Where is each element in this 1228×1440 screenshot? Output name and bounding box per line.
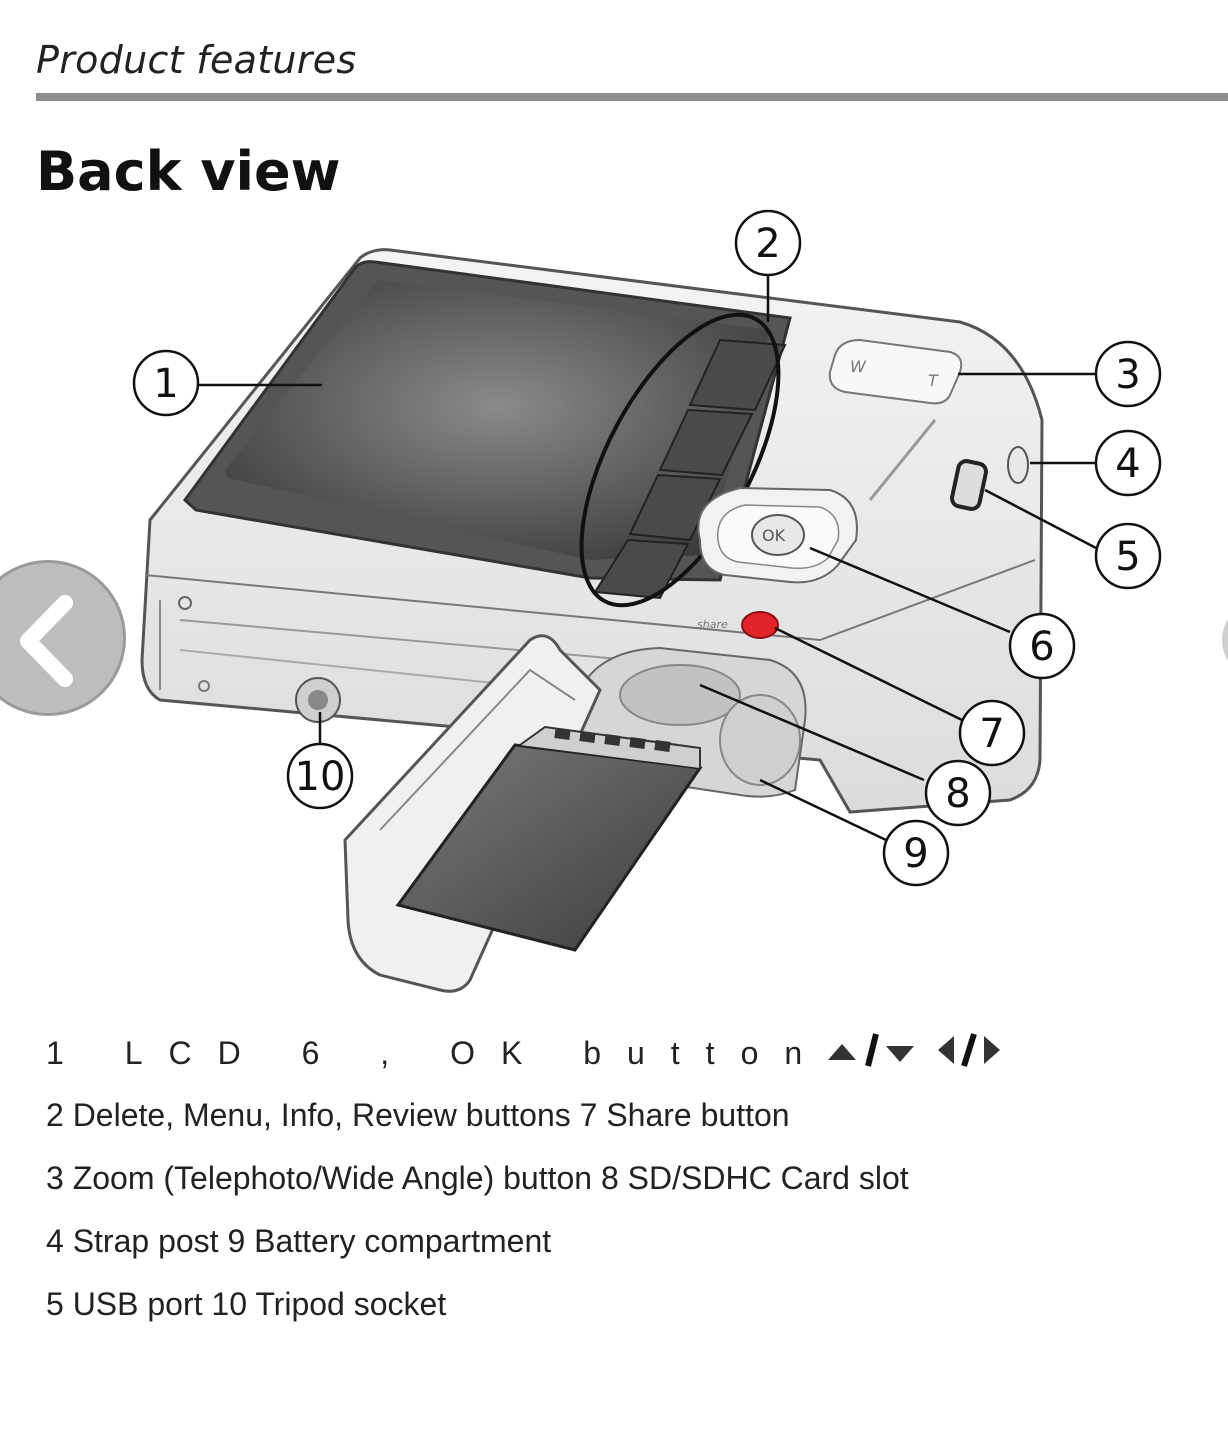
callout-6 — [1008, 612, 1076, 680]
running-head: Product features — [36, 38, 357, 82]
ok-label: OK — [762, 526, 786, 545]
legend-text-1: 1 LCD 6 , OK button — [46, 1034, 829, 1071]
legend-line-3: 3 Zoom (Telephoto/Wide Angle) button 8 S… — [46, 1160, 909, 1196]
callout-2 — [734, 209, 802, 277]
callout-number-10: 10 — [295, 754, 346, 800]
header-rule — [36, 93, 1228, 101]
legend-line-5: 5 USB port 10 Tripod socket — [46, 1286, 447, 1322]
up-down-left-right-arrows-icon — [828, 1030, 1028, 1081]
callout-bubbles — [132, 209, 1162, 887]
callout-1 — [132, 349, 200, 417]
camera-back-diagram: W T OK share — [0, 200, 1228, 1020]
strap-post — [1007, 446, 1029, 484]
callout-5 — [1094, 522, 1162, 590]
callout-number-1: 1 — [153, 361, 178, 407]
usb-port — [950, 459, 988, 511]
callout-number-2: 2 — [755, 221, 780, 267]
callout-number-3: 3 — [1115, 352, 1140, 398]
share-button-illustration: share — [697, 611, 779, 639]
tripod-socket — [295, 677, 341, 723]
zoom-wide-label: W — [850, 357, 867, 376]
legend-line-4: 4 Strap post 9 Battery compartment — [46, 1223, 552, 1259]
callout-number-6: 6 — [1029, 624, 1054, 670]
callout-number-9: 9 — [903, 831, 928, 877]
callout-3 — [1094, 340, 1162, 408]
four-way-pad: OK — [697, 486, 858, 584]
callout-4 — [1094, 429, 1162, 497]
previous-page-button[interactable] — [0, 560, 126, 716]
zoom-tele-label: T — [928, 371, 939, 390]
callout-number-7: 7 — [979, 711, 1004, 757]
leader-lines — [198, 275, 1097, 842]
next-page-button[interactable] — [1222, 600, 1228, 680]
callout-number-8: 8 — [945, 771, 970, 817]
callout-number-5: 5 — [1115, 534, 1140, 580]
legend-line-1: 1 LCD 6 , OK button — [46, 1030, 1146, 1093]
callout-8 — [924, 759, 992, 827]
zoom-button: W T — [828, 338, 963, 501]
chevron-left-icon — [20, 595, 73, 687]
callout-10 — [286, 742, 354, 810]
callout-9 — [882, 819, 950, 887]
legend-line-2: 2 Delete, Menu, Info, Review buttons 7 S… — [46, 1097, 790, 1133]
section-title: Back view — [36, 140, 341, 203]
callout-7 — [958, 699, 1026, 767]
lcd-screen — [182, 260, 792, 582]
callout-number-4: 4 — [1115, 441, 1140, 487]
sd-card — [395, 725, 703, 952]
share-label: share — [697, 618, 728, 631]
parts-legend: 1 LCD 6 , OK button 2 Delete, Menu, Info… — [46, 1030, 1146, 1345]
